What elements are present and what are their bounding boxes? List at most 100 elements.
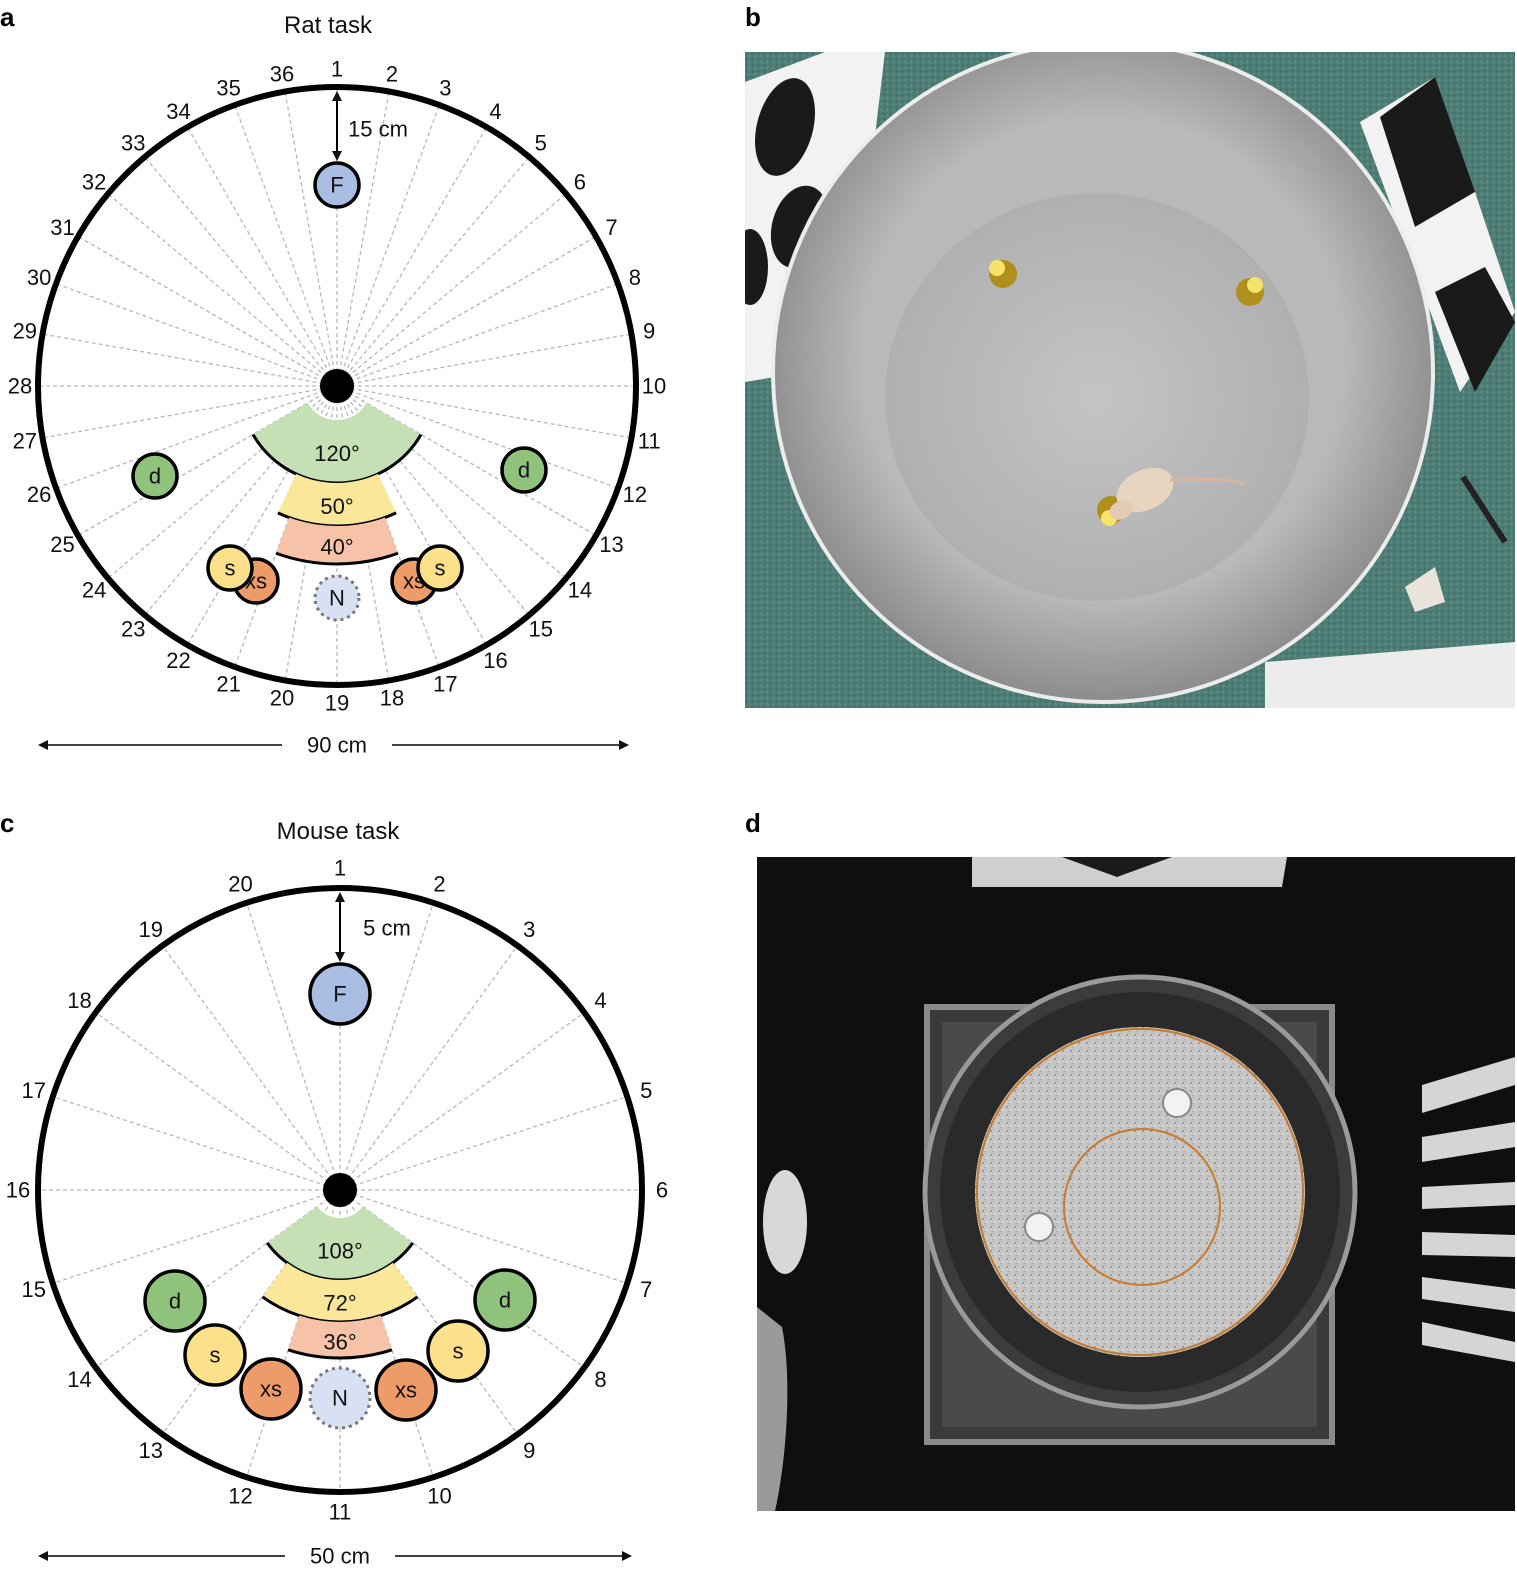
orange-outer-ring bbox=[976, 1028, 1304, 1356]
radial-line bbox=[339, 1189, 625, 1284]
radial-line bbox=[80, 385, 338, 535]
position-label: 8 bbox=[629, 265, 641, 290]
radial-line bbox=[109, 195, 338, 387]
sector-label: 120° bbox=[314, 441, 360, 466]
panel-letter-b: b bbox=[745, 2, 761, 32]
radial-line bbox=[97, 1189, 341, 1367]
distal-object bbox=[500, 446, 548, 494]
position-label: 3 bbox=[523, 917, 535, 942]
food-cup-right bbox=[1236, 277, 1264, 306]
width-label: 90 cm bbox=[307, 733, 367, 758]
position-label: 18 bbox=[67, 988, 91, 1013]
position-label: 33 bbox=[121, 131, 145, 156]
position-label: 14 bbox=[568, 577, 592, 602]
position-label: 11 bbox=[329, 1500, 352, 1525]
position-label: 30 bbox=[27, 265, 51, 290]
xsmall-object-label: xs bbox=[260, 1377, 282, 1402]
food-cup-top bbox=[1162, 1088, 1192, 1118]
position-label: 25 bbox=[50, 532, 74, 557]
position-label: 3 bbox=[439, 76, 451, 101]
radial-line bbox=[339, 1013, 583, 1191]
sector-label: 50° bbox=[320, 494, 353, 519]
distal-object bbox=[131, 452, 179, 500]
position-label: 13 bbox=[138, 1438, 162, 1463]
small-object-label: s bbox=[453, 1339, 464, 1364]
sector-arc-0 bbox=[251, 433, 423, 485]
mouse-arena-photo bbox=[757, 857, 1515, 1511]
radial-line bbox=[235, 107, 338, 387]
sector-2 bbox=[288, 1315, 392, 1358]
distal-object bbox=[143, 1269, 207, 1333]
position-label: 16 bbox=[483, 648, 507, 673]
center-dot bbox=[320, 369, 354, 403]
food-object-F bbox=[313, 161, 361, 209]
radial-line bbox=[58, 385, 338, 488]
paper-scrap bbox=[1405, 567, 1445, 612]
panel-letter-c: c bbox=[0, 808, 15, 838]
radial-line bbox=[55, 1096, 341, 1191]
visual-cue-left bbox=[763, 1170, 807, 1274]
position-label: 20 bbox=[228, 871, 252, 896]
position-label: 27 bbox=[13, 429, 37, 454]
center-dot bbox=[323, 1173, 357, 1207]
small-object bbox=[426, 1319, 490, 1383]
distal-object-label: d bbox=[499, 1288, 511, 1313]
radial-line bbox=[336, 284, 616, 387]
sector-1 bbox=[262, 1262, 418, 1322]
position-label: 18 bbox=[380, 686, 404, 711]
position-label: 17 bbox=[22, 1078, 46, 1103]
distal-object-label: d bbox=[149, 464, 161, 489]
distal-object-label: d bbox=[169, 1289, 181, 1314]
position-label: 2 bbox=[386, 61, 398, 86]
radial-line bbox=[339, 905, 434, 1191]
orange-inner-ring bbox=[1063, 1128, 1221, 1286]
radial-line bbox=[339, 1189, 583, 1367]
near-object-N-label: N bbox=[332, 1386, 348, 1411]
radial-line bbox=[246, 905, 341, 1191]
food-object-F bbox=[308, 962, 372, 1026]
position-label: 4 bbox=[594, 988, 606, 1013]
panel-letter-a: a bbox=[0, 2, 15, 32]
sector-2 bbox=[276, 517, 398, 564]
width-label: 50 cm bbox=[310, 1544, 370, 1569]
position-label: 23 bbox=[121, 616, 145, 641]
position-label: 16 bbox=[6, 1178, 30, 1203]
position-label: 1 bbox=[334, 856, 346, 881]
arena-boundary bbox=[35, 885, 645, 1495]
paper-sheet bbox=[1265, 642, 1515, 708]
visual-cue-stripes-right bbox=[1422, 1057, 1515, 1362]
position-label: 19 bbox=[325, 691, 349, 716]
near-object-N-label: N bbox=[329, 586, 345, 611]
position-label: 10 bbox=[427, 1484, 451, 1509]
near-object-N bbox=[313, 574, 361, 622]
position-label: 22 bbox=[166, 648, 190, 673]
radial-line bbox=[336, 385, 629, 439]
radial-line bbox=[336, 333, 629, 387]
radial-line bbox=[284, 94, 338, 387]
panel-letter-d: d bbox=[745, 808, 761, 838]
small-object bbox=[206, 544, 254, 592]
position-label: 26 bbox=[27, 482, 51, 507]
position-label: 10 bbox=[642, 374, 666, 399]
position-label: 20 bbox=[270, 686, 294, 711]
position-label: 7 bbox=[605, 215, 617, 240]
position-label: 8 bbox=[594, 1367, 606, 1392]
radial-line bbox=[58, 284, 338, 387]
position-label: 2 bbox=[433, 871, 445, 896]
sector-label: 72° bbox=[323, 1291, 356, 1316]
arena-boundary bbox=[35, 84, 639, 688]
small-object bbox=[416, 544, 464, 592]
position-label: 13 bbox=[599, 532, 623, 557]
position-label: 15 bbox=[529, 616, 553, 641]
position-label: 14 bbox=[67, 1367, 91, 1392]
cable bbox=[1460, 475, 1508, 544]
arena-floor bbox=[975, 1027, 1305, 1357]
position-label: 5 bbox=[535, 131, 547, 156]
radial-line bbox=[336, 385, 616, 488]
position-label: 31 bbox=[50, 215, 74, 240]
rat-arena-photo bbox=[745, 52, 1515, 708]
arena-floor bbox=[885, 193, 1309, 601]
sector-1 bbox=[277, 473, 397, 527]
position-label: 11 bbox=[638, 429, 661, 454]
